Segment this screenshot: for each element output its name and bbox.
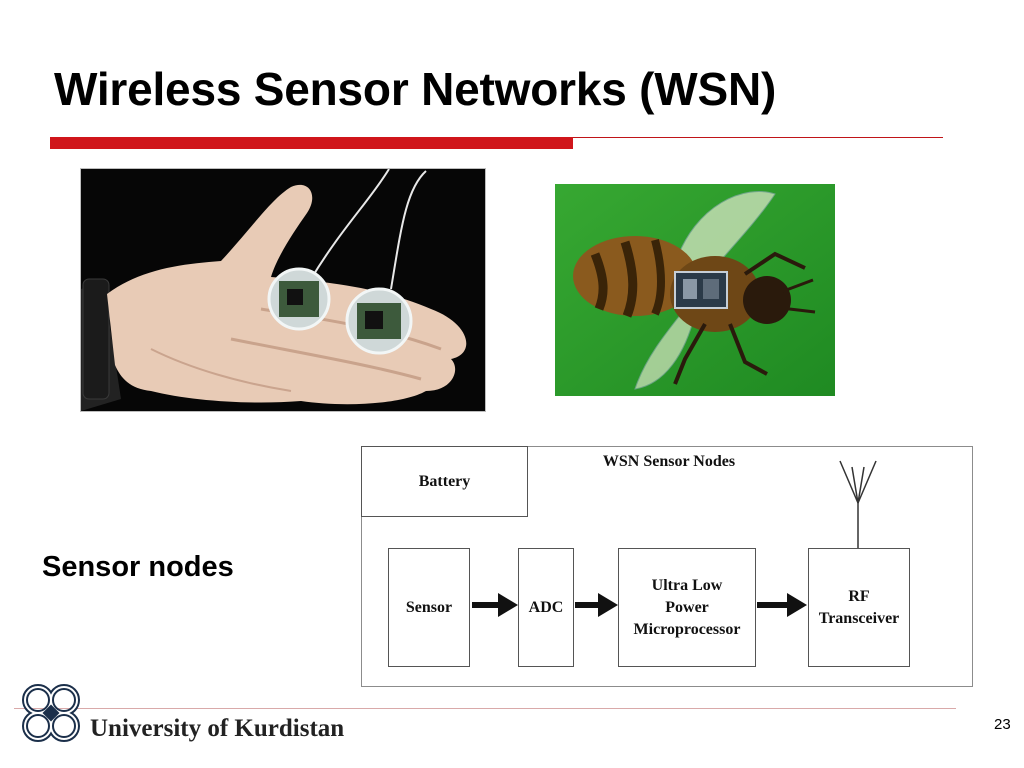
university-logo-icon	[16, 678, 86, 753]
sensor-box: Sensor	[388, 548, 470, 667]
university-name: University of Kurdistan	[90, 715, 345, 742]
title-underline-thin	[573, 137, 943, 138]
arrow-sensor-adc	[472, 593, 518, 617]
footer-divider	[14, 708, 956, 709]
battery-label: Battery	[418, 472, 471, 490]
rf-transceiver-box: RF Transceiver	[808, 548, 910, 667]
microprocessor-line-1: Ultra Low	[651, 576, 723, 594]
diagram-connectors	[472, 460, 877, 617]
page-number: 23	[994, 716, 1011, 733]
microprocessor-box: Ultra Low Power Microprocessor	[618, 548, 756, 667]
sensor-box-label: Sensor	[405, 598, 453, 616]
title-underline-thick	[50, 137, 573, 149]
arrow-adc-micro	[575, 593, 618, 617]
hand-sensor-photo	[80, 168, 486, 412]
microprocessor-line-3: Microprocessor	[633, 620, 741, 638]
adc-box-label: ADC	[528, 598, 564, 616]
rf-line-2: Transceiver	[818, 609, 900, 627]
arrow-micro-rf	[757, 593, 807, 617]
diagram-title: WSN Sensor Nodes	[602, 453, 736, 470]
adc-box: ADC	[518, 548, 574, 667]
rf-line-1: RF	[848, 587, 870, 605]
antenna-icon	[839, 460, 877, 548]
battery-box: Battery	[361, 446, 528, 517]
bee-sensor-photo	[555, 184, 835, 396]
wsn-node-diagram: Battery WSN Sensor Nodes Sensor ADC Ultr…	[361, 446, 973, 687]
microprocessor-line-2: Power	[665, 598, 709, 616]
sensor-nodes-label: Sensor nodes	[42, 551, 234, 583]
slide-title: Wireless Sensor Networks (WSN)	[54, 63, 777, 115]
